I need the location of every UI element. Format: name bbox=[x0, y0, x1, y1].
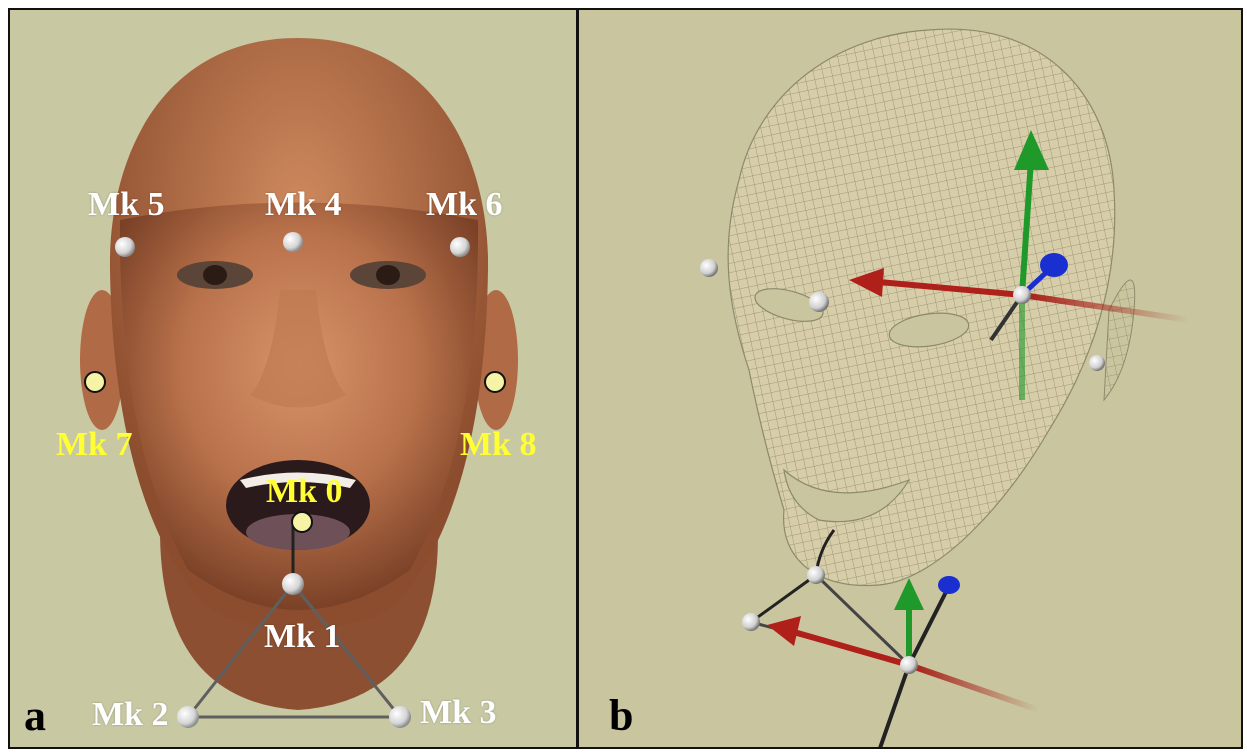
label-mk0: Mk 0 bbox=[266, 475, 343, 509]
marker-mk6 bbox=[450, 237, 470, 257]
label-mk7: Mk 7 bbox=[56, 428, 133, 462]
marker-mk5 bbox=[115, 237, 135, 257]
label-mk2: Mk 2 bbox=[92, 698, 169, 732]
marker-mk8 bbox=[485, 372, 505, 392]
marker-mk2 bbox=[177, 706, 199, 728]
panel-b-letter: b bbox=[609, 694, 633, 738]
label-mk6: Mk 6 bbox=[426, 188, 503, 222]
marker-mk4 bbox=[283, 232, 303, 252]
label-mk5: Mk 5 bbox=[88, 188, 165, 222]
marker-mk1 bbox=[282, 573, 304, 595]
panel-b-wireframe-head: b bbox=[577, 8, 1243, 749]
label-mk1: Mk 1 bbox=[264, 620, 341, 654]
marker-mk3 bbox=[389, 706, 411, 728]
label-mk4: Mk 4 bbox=[265, 188, 342, 222]
label-mk3: Mk 3 bbox=[420, 696, 497, 730]
marker-mk7 bbox=[85, 372, 105, 392]
label-mk8: Mk 8 bbox=[460, 428, 537, 462]
wireframe-render bbox=[579, 10, 1243, 749]
panel-a-face-photo: Mk 5 Mk 4 Mk 6 Mk 7 Mk 8 Mk 0 Mk 1 Mk 2 … bbox=[8, 8, 578, 749]
marker-mk0 bbox=[292, 512, 312, 532]
panel-a-letter: a bbox=[24, 694, 46, 738]
